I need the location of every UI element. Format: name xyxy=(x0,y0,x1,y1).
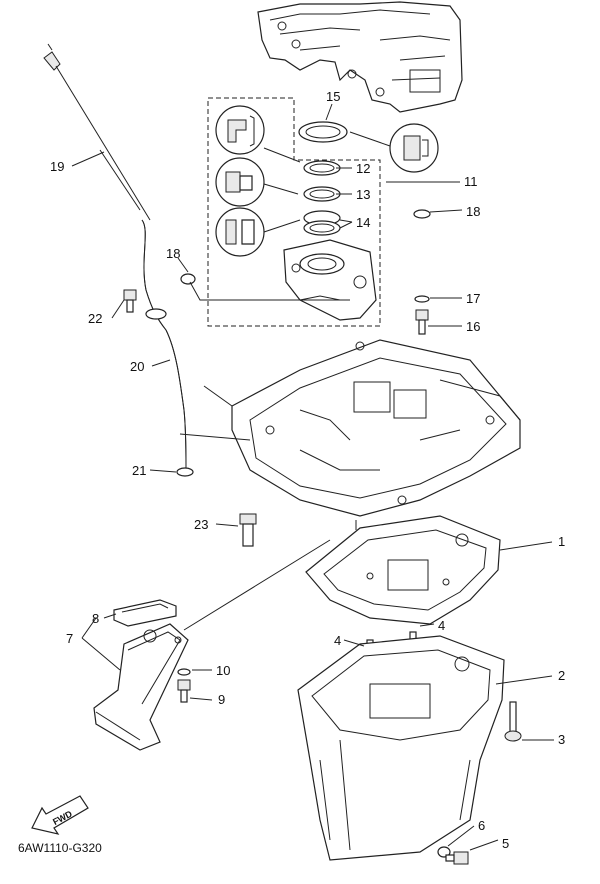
oil-seal-15 xyxy=(298,121,348,143)
callout-19: 19 xyxy=(50,159,64,174)
callout-21: 21 xyxy=(132,463,146,478)
leader-lines xyxy=(71,103,554,851)
seal-detail-inset-13 xyxy=(215,157,299,207)
callout-8: 8 xyxy=(92,611,99,626)
part-code: 6AW1110-G320 xyxy=(18,841,102,855)
drain-bolt-5 xyxy=(445,851,469,865)
oil-seal-13 xyxy=(303,186,341,202)
engine-block xyxy=(257,1,463,113)
oil-seal-14 xyxy=(303,210,341,236)
callout-22: 22 xyxy=(88,311,102,326)
bolt-9 xyxy=(177,679,191,703)
callout-9: 9 xyxy=(218,692,225,707)
callout-18-left: 18 xyxy=(166,246,180,261)
callout-3: 3 xyxy=(558,732,565,747)
callout-11: 11 xyxy=(464,174,478,189)
callout-23: 23 xyxy=(194,517,208,532)
callout-20: 20 xyxy=(130,359,144,374)
callout-17: 17 xyxy=(466,291,480,306)
callout-4-right: 4 xyxy=(438,618,445,633)
strainer-gasket-8 xyxy=(113,599,177,627)
o-ring-18-left xyxy=(180,273,196,285)
o-ring-21 xyxy=(176,467,194,477)
dipstick-guide-tube xyxy=(141,219,187,469)
seal-detail-inset-12 xyxy=(215,105,301,163)
exhaust-guide xyxy=(231,339,521,517)
gasket xyxy=(305,515,501,625)
bolt-22 xyxy=(123,289,137,313)
seal-housing xyxy=(283,239,377,321)
callout-2: 2 xyxy=(558,668,565,683)
callout-16: 16 xyxy=(466,319,480,334)
callout-14: 14 xyxy=(356,215,370,230)
callout-7: 7 xyxy=(66,631,73,646)
oil-pan xyxy=(297,635,505,861)
callout-15: 15 xyxy=(326,89,340,104)
callout-12: 12 xyxy=(356,161,370,176)
callout-4-left: 4 xyxy=(334,633,341,648)
washer-17 xyxy=(414,295,430,303)
callout-1: 1 xyxy=(558,534,565,549)
seal-housing-assembly-group xyxy=(207,97,381,327)
o-ring-18-right xyxy=(413,209,431,219)
callout-13: 13 xyxy=(356,187,370,202)
callout-18-right: 18 xyxy=(466,204,480,219)
fitting-23 xyxy=(239,513,257,547)
fwd-arrow-icon: FWD xyxy=(31,795,89,835)
oil-strainer xyxy=(93,623,189,751)
bolt-3 xyxy=(504,701,522,742)
seal-detail-inset-15 xyxy=(349,123,439,173)
washer-10 xyxy=(177,668,191,676)
callout-6: 6 xyxy=(478,818,485,833)
dipstick xyxy=(43,43,151,221)
bolt-16 xyxy=(415,309,429,335)
callout-numbers: 1 2 3 4 4 5 6 7 8 9 10 11 12 13 14 15 16… xyxy=(50,89,565,851)
seal-detail-inset-14 xyxy=(215,207,301,257)
oil-seal-12 xyxy=(303,160,341,176)
callout-10: 10 xyxy=(216,663,230,678)
callout-5: 5 xyxy=(502,836,509,851)
